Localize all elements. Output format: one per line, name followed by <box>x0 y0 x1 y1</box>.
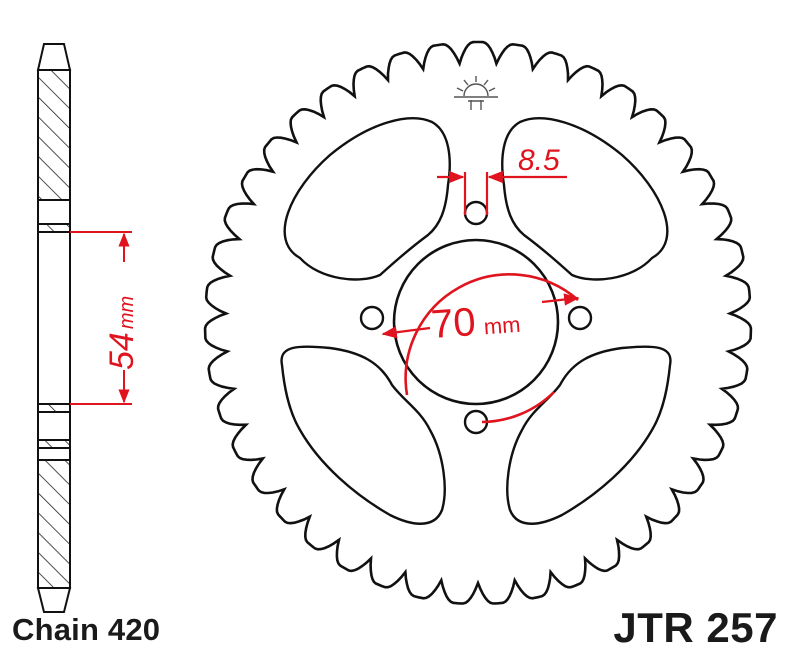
bottom-chamfer <box>36 587 72 613</box>
side-profile <box>36 43 72 613</box>
cutout-upper-left <box>283 117 451 281</box>
cutout-lower-right <box>506 345 672 525</box>
bolt-hole-left <box>359 305 385 331</box>
lower-thin-hatch <box>37 403 71 413</box>
cutout-lower-left <box>280 345 446 525</box>
bolt-hole-top <box>463 200 489 226</box>
top-chamfer <box>36 43 72 71</box>
center-bore <box>392 238 560 406</box>
pcd-dimension <box>381 273 580 424</box>
sunrise-logo-icon <box>454 76 498 110</box>
lightening-cutouts <box>280 117 672 525</box>
offset-dimension <box>70 231 132 405</box>
offset-dimension-label: 54mm <box>103 296 141 370</box>
bottom-hatched-section <box>37 459 71 589</box>
bolt-hole-dimension <box>437 170 567 215</box>
bolt-hole-right <box>567 305 593 331</box>
bolt-hole-dimension-label: 8.5 <box>518 144 560 177</box>
cutout-upper-right <box>501 117 669 281</box>
bolt-holes <box>359 200 593 435</box>
sprocket-teeth-outline <box>203 40 753 605</box>
part-number-label: JTR 257 <box>613 604 778 651</box>
upper-thin-hatch <box>37 223 71 233</box>
hub-section <box>37 231 71 405</box>
chain-size-label: Chain 420 <box>12 612 161 647</box>
top-hatched-section <box>37 69 71 201</box>
